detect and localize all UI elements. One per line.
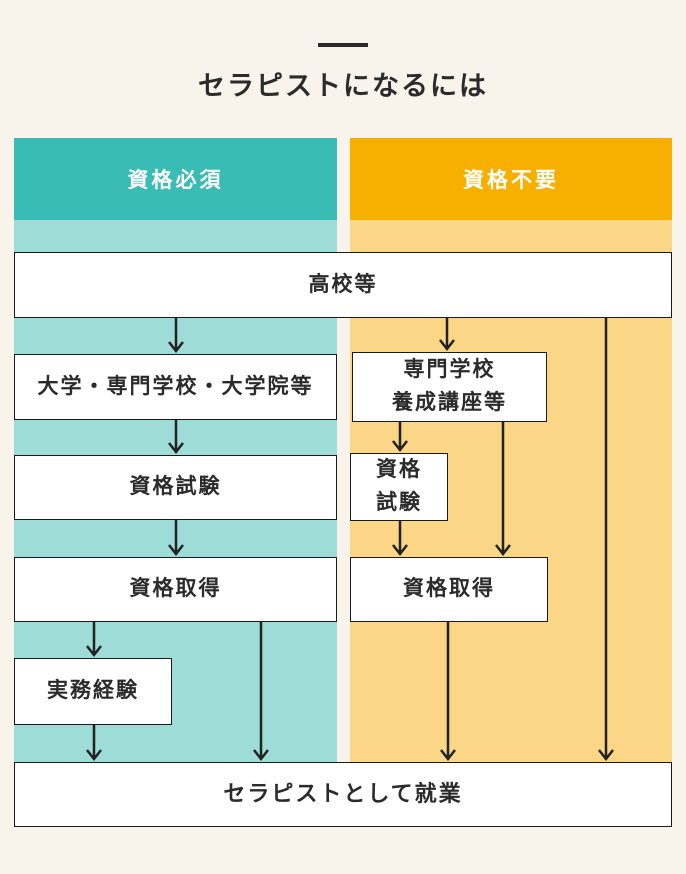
arrow-highschool-to-university-icon: [168, 318, 184, 354]
node-work-experience: 実務経験: [14, 658, 172, 725]
column-header-not-required: 資格不要: [350, 138, 672, 220]
node-highschool: 高校等: [14, 252, 672, 318]
node-qualification-exam-optional: 資格 試験: [350, 453, 448, 521]
column-header-required: 資格必須: [14, 138, 337, 220]
arrow-highschool-to-employment-direct-icon: [598, 318, 614, 762]
title-divider: [318, 43, 368, 47]
node-qualification-exam-required: 資格試験: [14, 455, 337, 520]
column-qualification-not-required: 資格不要: [350, 138, 672, 762]
arrow-highschool-to-vocational-icon: [439, 318, 455, 352]
arrow-exam-to-obtain-icon: [168, 520, 184, 557]
arrow-vocational-to-obtain-icon: [495, 422, 511, 557]
arrow-obtain-to-employment-left-icon: [253, 622, 269, 762]
arrow-university-to-exam-icon: [168, 420, 184, 455]
node-employment-as-therapist: セラピストとして就業: [14, 762, 672, 827]
node-university-vocational-gradschool: 大学・専門学校・大学院等: [14, 354, 337, 420]
arrow-obtain-to-employment-right-icon: [440, 622, 456, 762]
arrow-obtain-to-experience-icon: [86, 622, 102, 658]
arrow-exam-to-obtain-right-icon: [392, 521, 408, 557]
arrow-experience-to-employment-icon: [86, 725, 102, 762]
arrow-vocational-to-exam-icon: [392, 422, 408, 453]
node-qualification-obtained-optional: 資格取得: [350, 557, 548, 622]
node-qualification-obtained-required: 資格取得: [14, 557, 337, 622]
node-vocational-training-course: 専門学校 養成講座等: [352, 352, 547, 422]
page-title: セラピストになるには: [198, 71, 488, 101]
